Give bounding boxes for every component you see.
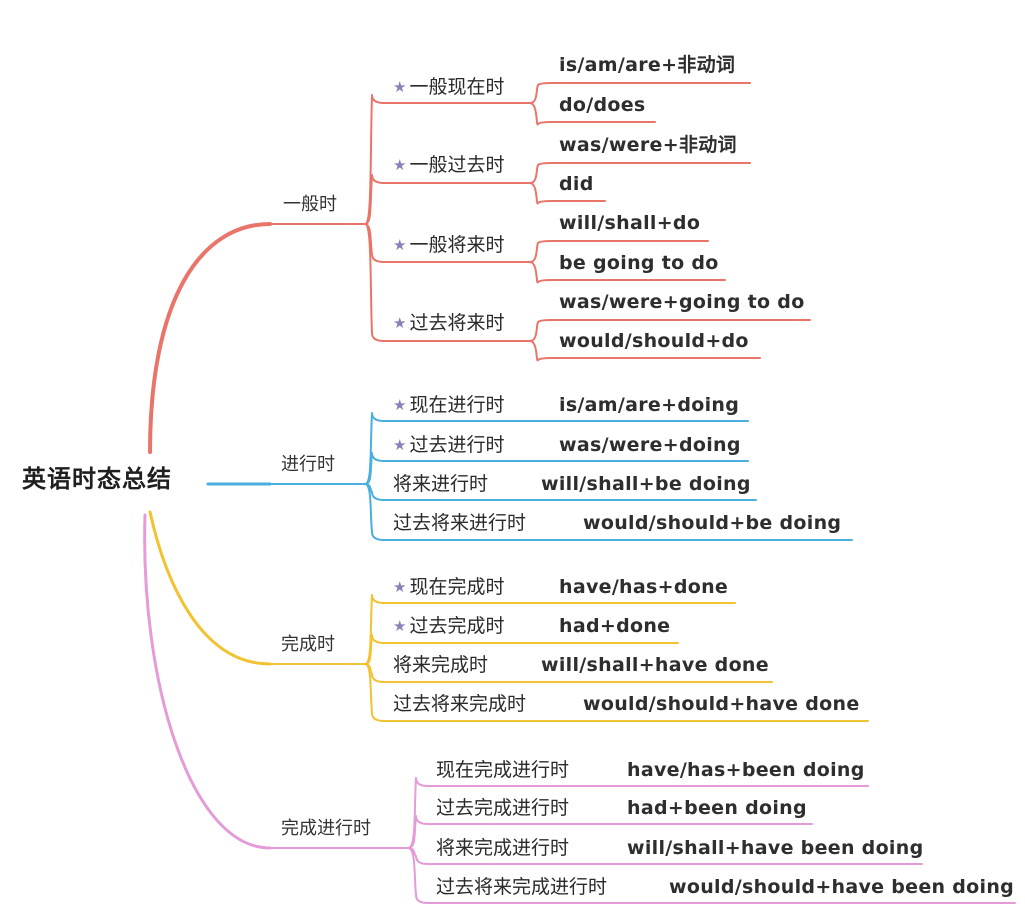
tense-label: 现在完成进行时 [436, 759, 570, 781]
formula: was/were+非动词 [559, 134, 737, 156]
tense-connector [364, 634, 385, 665]
tense-connector [364, 663, 385, 722]
tense-connector [364, 412, 385, 485]
tense-label: ★现在完成时 [393, 576, 505, 598]
tense-label: 将来进行时 [393, 473, 489, 495]
star-icon: ★ [393, 156, 407, 174]
tense-connector [364, 223, 385, 342]
star-icon: ★ [393, 578, 407, 596]
trunk-connector [143, 513, 272, 850]
formula-connector [529, 102, 553, 126]
formula: will/shall+be doing [541, 473, 751, 495]
tense-connector [407, 815, 429, 849]
formula: would/should+have been doing [669, 876, 1015, 898]
star-icon: ★ [393, 78, 407, 96]
tense-label: ★一般现在时 [393, 76, 505, 98]
trunk-connector [148, 510, 272, 666]
formula: had+done [559, 615, 671, 637]
tense-connector [364, 94, 385, 225]
tense-label: 将来完成进行时 [436, 837, 570, 859]
formula: have/has+been doing [627, 759, 865, 781]
formula: would/should+have done [583, 693, 860, 715]
tense-label: 将来完成时 [393, 654, 489, 676]
tense-connector [364, 452, 385, 485]
star-icon: ★ [393, 617, 407, 635]
formula: had+been doing [627, 797, 807, 819]
formula: do/does [559, 94, 646, 116]
formula: be going to do [559, 252, 719, 274]
tense-connector [364, 174, 385, 225]
tense-label: ★过去进行时 [393, 434, 505, 456]
formula: will/shall+have done [541, 654, 769, 676]
formula: was/were+doing [559, 434, 741, 456]
star-icon: ★ [393, 396, 407, 414]
star-icon: ★ [393, 436, 407, 454]
tense-label: ★过去完成时 [393, 615, 505, 637]
tense-connector [407, 777, 429, 849]
star-icon: ★ [393, 314, 407, 332]
formula: did [559, 173, 594, 195]
root-title: 英语时态总结 [22, 465, 172, 493]
tense-connector [364, 483, 385, 541]
group-label-progressive: 进行时 [281, 454, 335, 475]
trunk-connector [148, 222, 272, 454]
tense-connector [364, 663, 385, 683]
tense-connector [407, 847, 429, 904]
formula: was/were+going to do [559, 291, 805, 313]
group-label-simple: 一般时 [283, 194, 337, 215]
formula: would/should+do [559, 330, 749, 352]
formula: is/am/are+doing [559, 394, 740, 416]
formula-connector [529, 261, 553, 284]
tense-label: 过去将来进行时 [393, 512, 527, 534]
formula: have/has+done [559, 576, 729, 598]
tense-label: ★一般将来时 [393, 234, 505, 256]
tense-connector [407, 847, 429, 865]
formula-connector [529, 162, 553, 184]
formula-connector [529, 82, 553, 104]
group-label-perfect-progressive: 完成进行时 [281, 818, 371, 839]
formula: is/am/are+非动词 [559, 54, 736, 76]
star-icon: ★ [393, 236, 407, 254]
tense-label: 过去将来完成时 [393, 693, 527, 715]
tense-label: ★现在进行时 [393, 394, 505, 416]
formula: will/shall+have been doing [627, 837, 924, 859]
formula: will/shall+do [559, 212, 701, 234]
formula-connector [529, 340, 553, 362]
tense-label: ★过去将来时 [393, 312, 505, 334]
tense-connector [364, 483, 385, 501]
formula-connector [529, 182, 553, 205]
formula-connector [529, 319, 553, 342]
tense-connector [364, 223, 385, 263]
tense-label: ★一般过去时 [393, 154, 505, 176]
tense-label: 过去完成进行时 [436, 797, 570, 819]
formula: would/should+be doing [583, 512, 842, 534]
formula-connector [529, 240, 553, 263]
group-label-perfect: 完成时 [281, 634, 335, 655]
tense-connector [364, 594, 385, 665]
tense-label: 过去将来完成进行时 [436, 876, 608, 898]
